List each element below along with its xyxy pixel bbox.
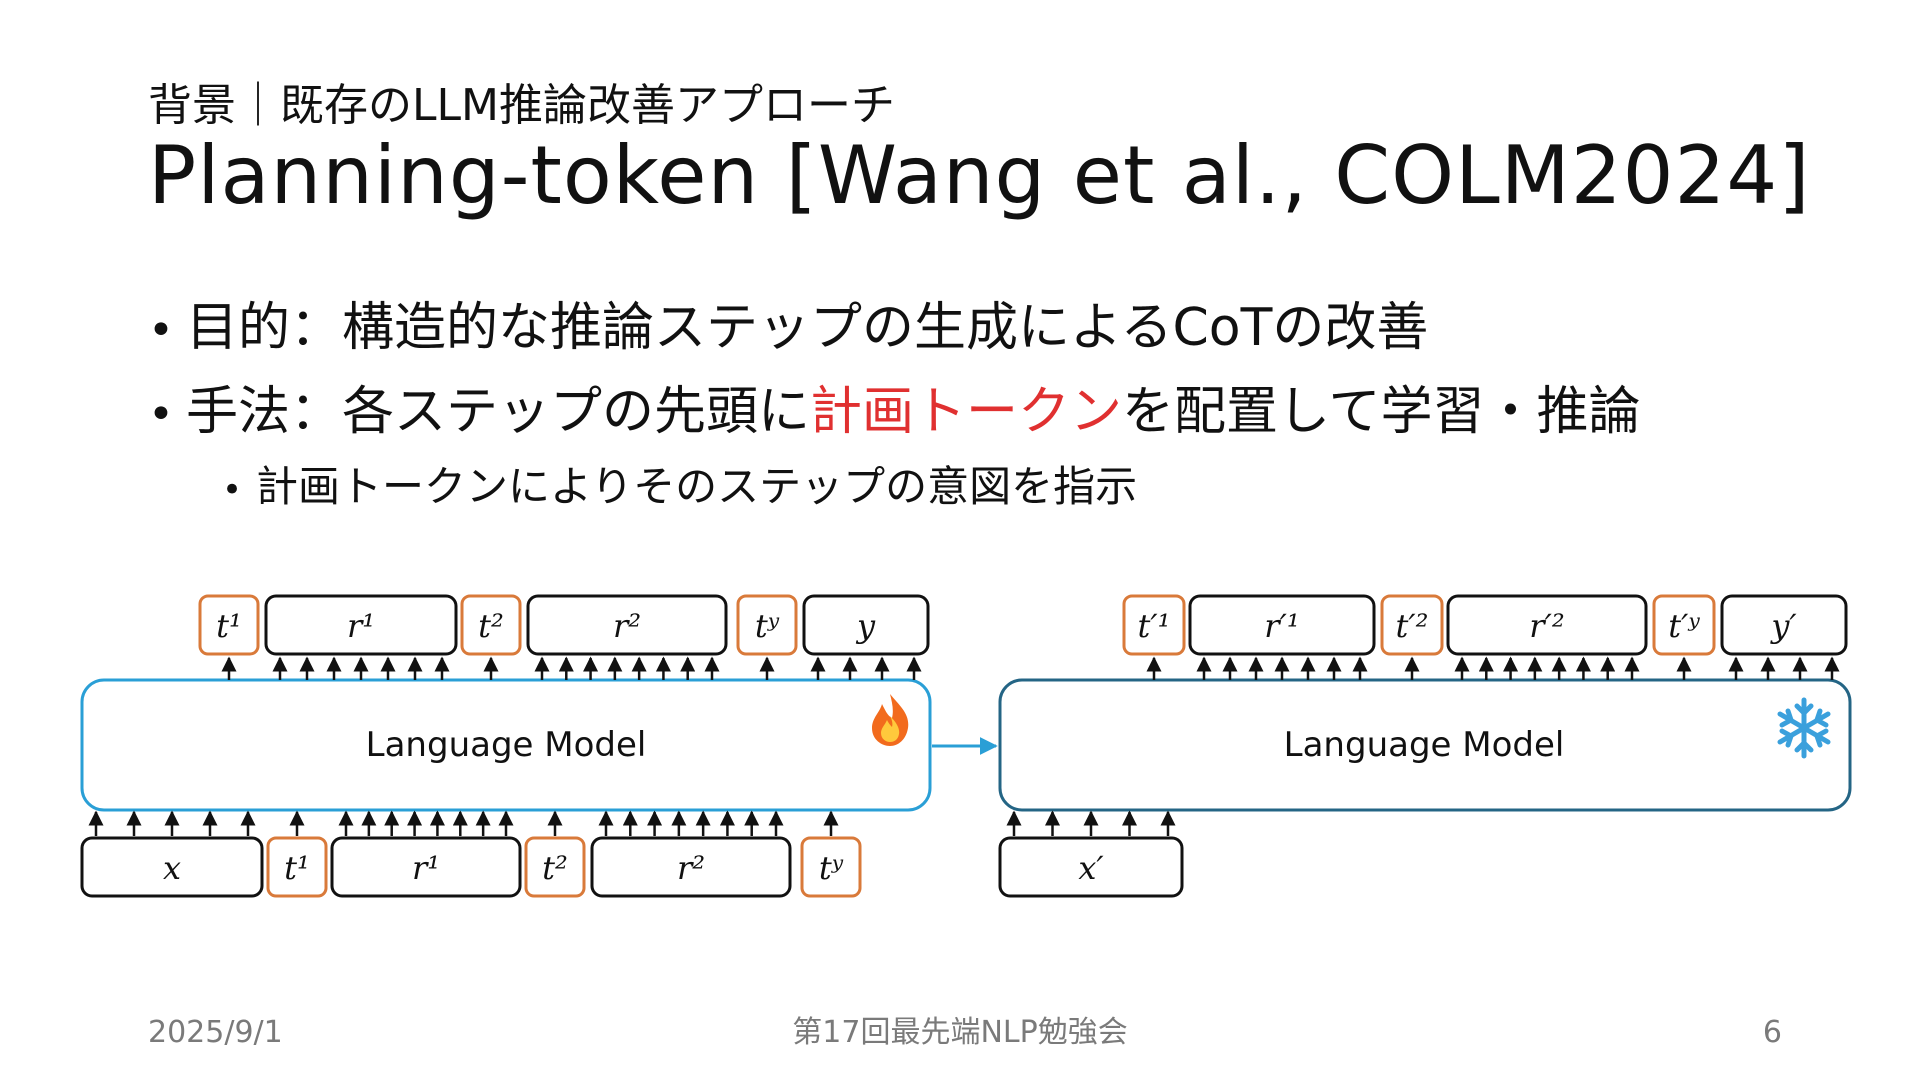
token-label: r′¹: [1264, 607, 1299, 645]
token-box: [1446, 594, 1648, 656]
token-box: [526, 594, 728, 656]
token-box: [330, 836, 522, 898]
token-box: [1188, 594, 1376, 656]
plan-token-box: [524, 836, 586, 898]
slide-title: Planning-token [Wang et al., COLM2024]: [148, 129, 1811, 222]
token-label: r²: [613, 607, 641, 645]
language-model-right-box: [998, 678, 1852, 812]
plan-token-label: tʸ: [819, 849, 844, 887]
plan-token-label: t′²: [1396, 607, 1429, 645]
right-input-tokens: x′: [998, 836, 1184, 898]
left-output-tokens: t¹ r¹ t² r² tʸ y: [198, 594, 930, 656]
slide-subtitle: 背景｜既存のLLM推論改善アプローチ: [148, 80, 895, 131]
token-box: [1720, 594, 1848, 656]
footer-event: 第17回最先端NLP勉強会: [792, 1015, 1128, 1050]
plan-token-box: [1122, 594, 1186, 656]
plan-token-label: tʸ: [755, 607, 780, 645]
plan-token-label: t′¹: [1138, 607, 1171, 645]
plan-token-box: [460, 594, 522, 656]
token-box: [80, 836, 264, 898]
bullet-purpose: •目的：構造的な推論ステップの生成によるCoTの改善: [148, 302, 1428, 354]
bullet-method-text-after: を配置して学習・推論: [1122, 382, 1641, 442]
plan-token-box: [736, 594, 798, 656]
bullet-sub-intent: •計画トークンによりそのステップの意図を指示: [222, 466, 1137, 508]
bullet-dot: •: [148, 389, 174, 440]
snowflake-icon: [1777, 697, 1831, 759]
plan-token-box: [198, 594, 260, 656]
bullet-dot: •: [222, 470, 243, 510]
plan-token-label: t²: [478, 607, 504, 645]
token-arrows: [88, 656, 1840, 836]
plan-token-label: t²: [542, 849, 568, 887]
footer-date: 2025/9/1: [148, 1015, 283, 1050]
fire-icon: [872, 694, 909, 746]
bullet-sub-intent-text: 計画トークンによりそのステップの意図を指示: [256, 462, 1138, 511]
bullet-purpose-text: 目的：構造的な推論ステップの生成によるCoTの改善: [186, 298, 1429, 358]
token-box: [998, 836, 1184, 898]
plan-token-box: [266, 836, 328, 898]
token-label: r²: [677, 849, 705, 887]
footer-page-number: 6: [1762, 1015, 1782, 1050]
plan-token-label: t¹: [216, 607, 242, 645]
bullet-method-text-before: 手法：各ステップの先頭に: [186, 382, 811, 442]
token-label: x: [163, 849, 181, 887]
token-label: y: [855, 607, 876, 645]
token-box: [590, 836, 792, 898]
bullet-method-highlight: 計画トークン: [810, 382, 1123, 442]
token-label: r¹: [347, 607, 375, 645]
token-box: [264, 594, 458, 656]
plan-token-box: [800, 836, 862, 898]
token-label: y′: [1769, 607, 1797, 645]
bullet-dot: •: [148, 305, 174, 356]
token-label: r¹: [412, 849, 440, 887]
token-label: x′: [1078, 849, 1104, 887]
plan-token-label: t¹: [284, 849, 310, 887]
plan-token-box: [1652, 594, 1716, 656]
bullet-method: •手法：各ステップの先頭に計画トークンを配置して学習・推論: [148, 386, 1640, 438]
language-model-left-box: [80, 678, 932, 812]
plan-token-label: t′ʸ: [1668, 607, 1700, 645]
token-box: [802, 594, 930, 656]
token-label: r′²: [1529, 607, 1564, 645]
plan-token-box: [1380, 594, 1444, 656]
language-model-right-label: Language Model: [1284, 725, 1565, 765]
left-input-tokens: x t¹ r¹ t² r² tʸ: [80, 836, 862, 898]
right-output-tokens: t′¹ r′¹ t′² r′² t′ʸ y′: [1122, 594, 1848, 656]
language-model-left-label: Language Model: [366, 725, 647, 765]
